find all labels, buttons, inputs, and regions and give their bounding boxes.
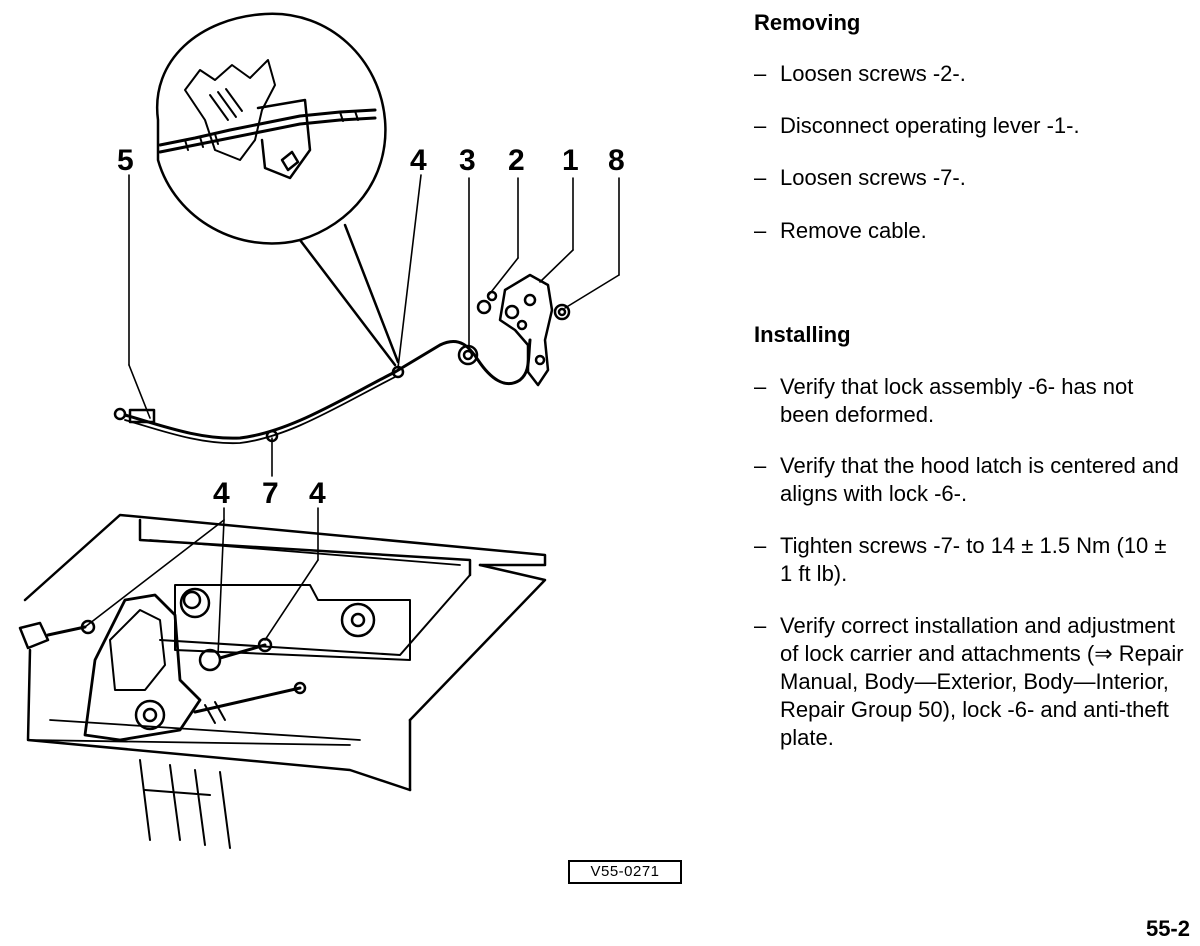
removing-step: – Remove cable. (754, 217, 1184, 245)
dash: – (754, 113, 767, 138)
installing-heading: Installing (754, 322, 851, 347)
removing-step: – Loosen screws -7-. (754, 164, 1184, 192)
dash: – (754, 61, 767, 86)
dash: – (754, 374, 767, 399)
release-cable (113, 338, 532, 445)
dash: – (754, 613, 767, 638)
page-number: 55-2 (1145, 916, 1190, 941)
step-text: Disconnect operating lever -1-. (780, 113, 1080, 138)
step-text: Verify correct installation and adjustme… (780, 613, 1184, 750)
installing-step: – Tighten screws -7- to 14 ± 1.5 Nm (10 … (754, 532, 1184, 588)
step-text: Verify that the hood latch is centered a… (780, 453, 1179, 506)
hood-release-cable-diagram: 5 4 3 2 1 8 4 7 4 (18, 12, 625, 849)
callout-5: 5 (117, 144, 134, 177)
callout-6: 4 (309, 477, 326, 510)
step-text: Verify that lock assembly -6- has not be… (780, 374, 1134, 427)
callout-8: 8 (608, 144, 625, 177)
figure-reference-code: V55-0271 (568, 860, 682, 884)
step-text: Loosen screws -2-. (780, 61, 966, 86)
installing-step: – Verify that lock assembly -6- has not … (754, 373, 1184, 429)
callout-4-top: 4 (410, 144, 427, 177)
removing-heading: Removing (754, 10, 861, 35)
leader-lines (84, 174, 620, 656)
dash: – (754, 533, 767, 558)
dash: – (754, 165, 767, 190)
dash: – (754, 453, 767, 478)
installing-step: – Verify that the hood latch is centered… (754, 452, 1184, 508)
removing-step: – Loosen screws -2-. (754, 60, 1184, 88)
callout-numbers: 5 4 3 2 1 8 4 7 4 (117, 144, 625, 510)
lock-carrier (18, 513, 547, 849)
callout-4-bottom: 7 (262, 477, 279, 510)
step-text: Remove cable. (780, 218, 927, 243)
callout-3: 3 (459, 144, 476, 177)
step-text: Loosen screws -7-. (780, 165, 966, 190)
callout-2: 2 (508, 144, 525, 177)
removing-step: – Disconnect operating lever -1-. (754, 112, 1184, 140)
callout-1: 1 (562, 144, 579, 177)
dash: – (754, 218, 767, 243)
detail-magnifier (155, 12, 400, 367)
callout-7: 4 (213, 477, 230, 510)
step-text: Tighten screws -7- to 14 ± 1.5 Nm (10 ± … (780, 533, 1167, 586)
installing-step: – Verify correct installation and adjust… (754, 612, 1184, 752)
